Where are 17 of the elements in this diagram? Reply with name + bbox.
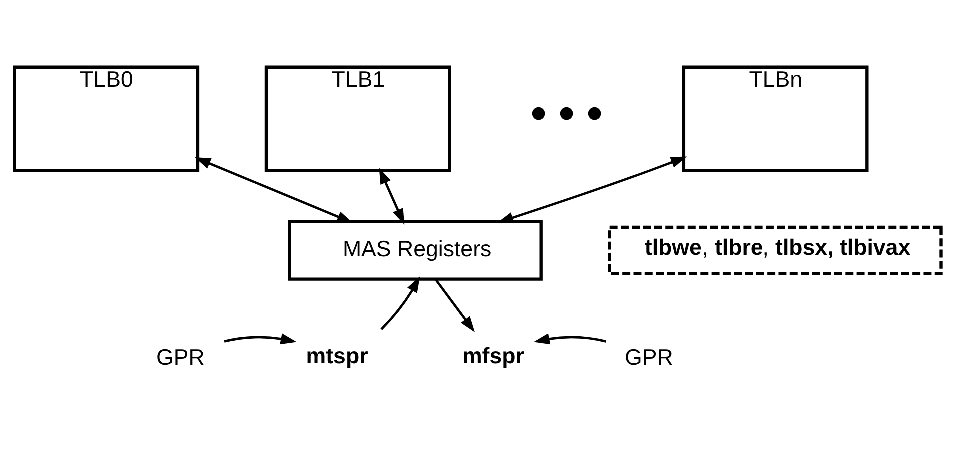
arrow bbox=[534, 333, 607, 344]
node-text: GPR bbox=[156, 344, 205, 370]
node-text: GPR bbox=[624, 344, 674, 370]
arrow bbox=[379, 168, 405, 224]
arrow bbox=[224, 333, 297, 344]
arrow bbox=[380, 276, 420, 330]
node-box: TLB1 bbox=[264, 65, 452, 172]
node-text: mfspr bbox=[462, 342, 524, 368]
arrow bbox=[498, 156, 688, 223]
arrow bbox=[194, 156, 354, 223]
node-box: tlbwe, tlbre, tlbsx, tlbivax bbox=[608, 225, 943, 275]
node-box: TLB0 bbox=[13, 65, 200, 172]
node-box: TLBn bbox=[682, 65, 869, 172]
node-box: MAS Registers bbox=[288, 220, 543, 280]
node-text: mtspr bbox=[306, 342, 368, 368]
arrow bbox=[435, 278, 476, 332]
label: • • • bbox=[530, 89, 603, 138]
